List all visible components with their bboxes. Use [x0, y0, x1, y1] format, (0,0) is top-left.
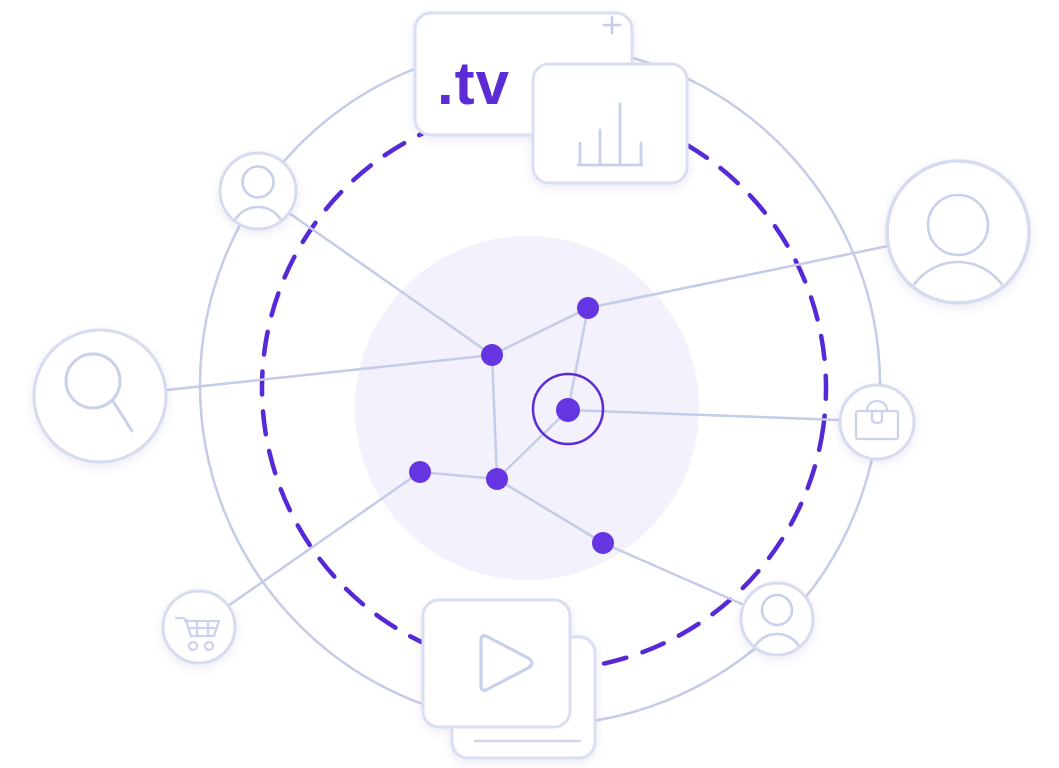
icon-circle [218, 151, 298, 231]
cards: .tv [413, 11, 689, 760]
briefcase-icon [838, 383, 916, 461]
icon-circle [32, 328, 168, 464]
connector-line-node-e-c [495, 408, 570, 481]
connector-line-cart [226, 470, 422, 608]
connector-line-node-e-f [495, 477, 605, 545]
play-icon [479, 634, 534, 692]
briefcase-clasp-glyph [870, 409, 884, 425]
connector-line-user-top-left [287, 211, 494, 357]
cart-basket-glyph [183, 619, 221, 638]
video-card [421, 598, 597, 760]
connector-line-user-bottom-right [601, 541, 746, 607]
connector-line-node-b-e [490, 353, 499, 481]
briefcase-body-glyph [854, 409, 900, 441]
connector-line-briefcase [566, 408, 842, 422]
connector-line-node-b-a [490, 306, 590, 357]
briefcase-handle-glyph [865, 399, 889, 413]
user-icon-bottom-right [739, 581, 815, 657]
cart-wheel-glyph [187, 640, 199, 652]
network-node [577, 297, 599, 319]
user-shoulders-glyph [749, 632, 805, 654]
user-shoulders-glyph [902, 260, 1014, 301]
orbit-icons [32, 151, 1031, 665]
network-nodes [409, 297, 614, 554]
cart-icon [161, 589, 237, 665]
network-node [486, 468, 508, 490]
analytics-card [531, 62, 689, 185]
network-node [592, 532, 614, 554]
user-icon-top-left [218, 151, 298, 231]
magnifier-handle-glyph [111, 399, 134, 433]
card-surface [531, 62, 689, 185]
connector-lines [164, 211, 890, 608]
highlighted-node-ring [531, 372, 605, 446]
network-node-highlighted [556, 398, 580, 422]
cart-wheel-glyph [203, 640, 215, 652]
plus-icon [602, 15, 622, 35]
connector-line-search [164, 353, 494, 392]
magnifier-lens-glyph [64, 352, 122, 410]
icon-circle [739, 581, 815, 657]
user-shoulders-glyph [229, 205, 287, 228]
connector-line-node-d-e [418, 470, 499, 481]
connector-line-node-a-c [566, 306, 590, 412]
card-surface-front [421, 598, 572, 729]
search-icon [32, 328, 168, 464]
user-head-glyph [926, 193, 990, 257]
connector-line-user-top-right [586, 244, 890, 310]
network-node [409, 461, 431, 483]
domain-card-label: .tv [437, 50, 510, 117]
user-head-glyph [241, 165, 275, 199]
icon-circle [885, 159, 1031, 305]
user-head-glyph [760, 593, 794, 627]
network-node [481, 344, 503, 366]
bar-chart-icon [576, 102, 644, 167]
hub-circle [355, 236, 699, 580]
user-icon-top-right [885, 159, 1031, 305]
